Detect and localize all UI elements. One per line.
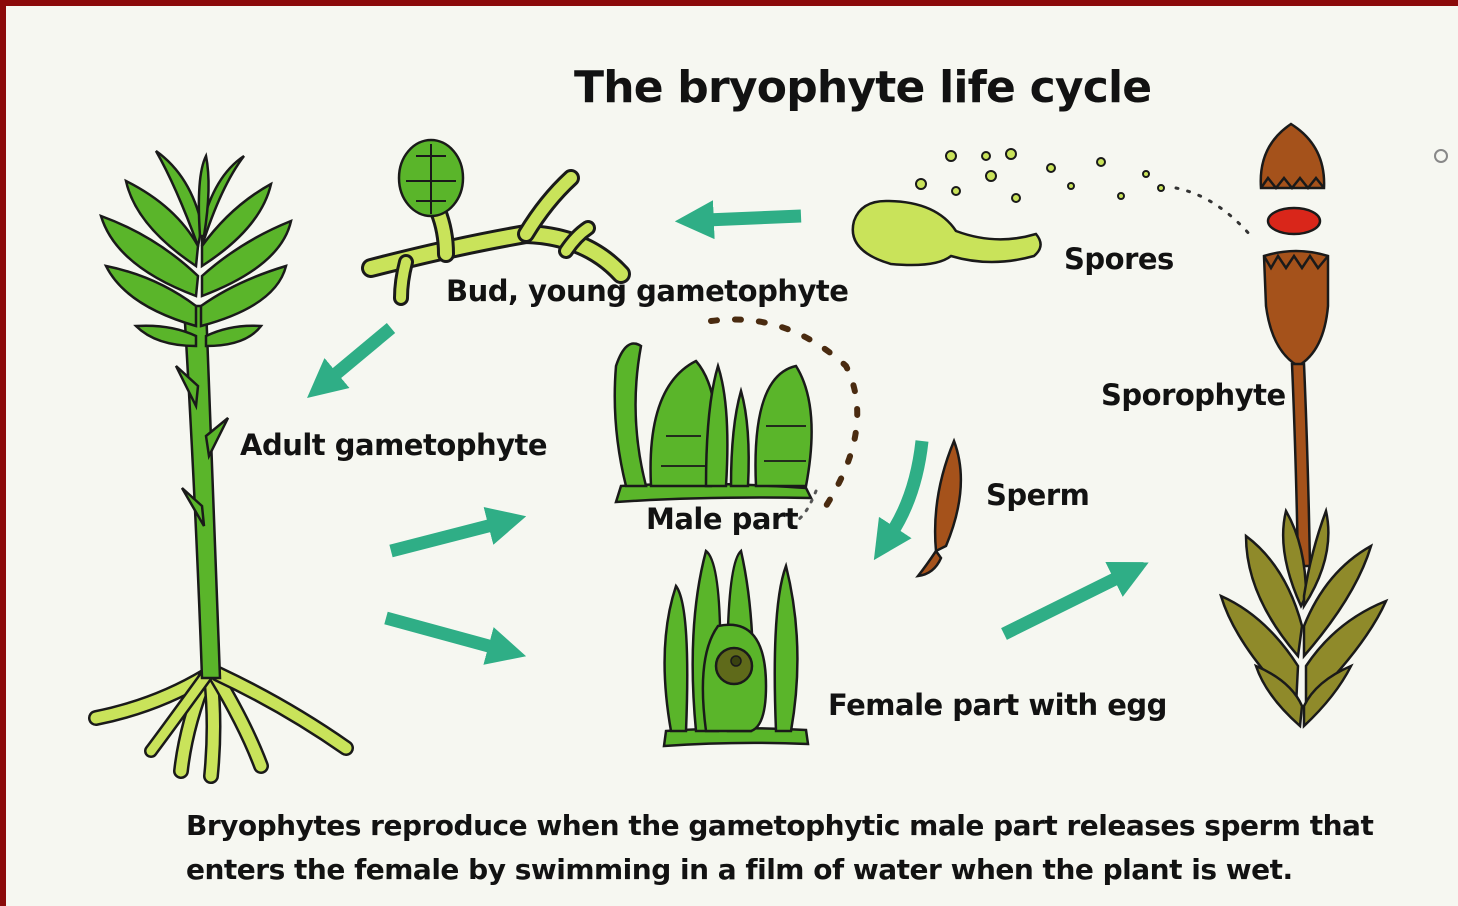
arrow-bud-to-adult [331, 328, 391, 378]
caption-line-1: Bryophytes reproduce when the gametophyt… [186, 804, 1366, 848]
arrow-female-to-sporophyte [1004, 576, 1121, 634]
female-part-illustration [664, 551, 808, 746]
adult-gametophyte-plant [96, 151, 346, 776]
label-spores: Spores [1064, 242, 1174, 276]
arrow-spore-to-bud [706, 216, 801, 220]
caption-line-2: enters the female by swimming in a film … [186, 848, 1366, 892]
stem [184, 306, 220, 678]
label-adult-gametophyte: Adult gametophyte [240, 428, 547, 462]
label-female-part-with-egg: Female part with egg [828, 688, 1167, 722]
spores [853, 149, 1251, 265]
label-sperm: Sperm [986, 478, 1089, 512]
label-male-part: Male part [646, 502, 798, 536]
diagram-frame: The bryophyte life cycle Bud, young game… [6, 6, 1458, 906]
label-bud-young-gametophyte: Bud, young gametophyte [446, 274, 848, 308]
male-part-illustration [615, 319, 858, 521]
germinating-spore [853, 201, 1041, 265]
arrow-sperm-to-female [891, 441, 922, 534]
arrow-adult-to-female [386, 618, 496, 648]
sporophyte-plant [1221, 124, 1386, 726]
life-cycle-illustration [6, 6, 1458, 906]
label-sporophyte: Sporophyte [1101, 378, 1286, 412]
diagram-title: The bryophyte life cycle [574, 62, 1151, 113]
caption: Bryophytes reproduce when the gametophyt… [186, 804, 1366, 892]
peristome [1268, 208, 1320, 234]
leafy-crown [101, 151, 291, 346]
rhizoids [96, 674, 346, 776]
arrow-adult-to-male [391, 524, 496, 551]
